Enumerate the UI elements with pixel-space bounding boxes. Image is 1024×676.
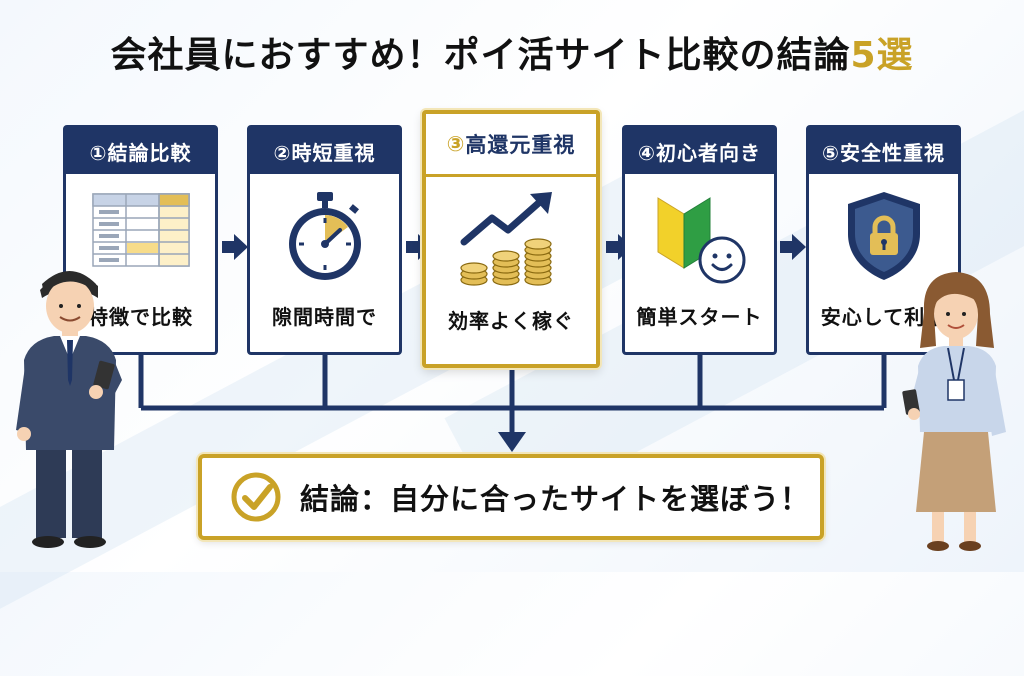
arrow-right-icon [606,234,632,260]
conclusion-box: 結論：自分に合ったサイトを選ぼう！ [198,454,824,540]
step-caption: 簡単スタート [636,305,763,329]
step-caption: 隙間時間で [272,305,377,329]
arrow-right-icon [406,234,432,260]
arrow-right-icon [222,234,248,260]
beginner-mark-icon [657,197,745,284]
step-label: ⑤安全性重視 [809,128,958,174]
page-title: 会社員におすすめ！ポイ活サイト比較の結論5選 [110,35,914,76]
coins-growth-icon [460,192,552,286]
step-card-comparison: ①結論比較 特徴で比較 [63,125,218,355]
step-label: ②時短重視 [250,128,399,174]
arrow-right-icon [780,234,806,260]
table-icon [91,193,190,267]
step-card-beginner: ④初心者向き 簡単スタート [622,125,777,355]
businesswoman-illustration [902,272,1006,551]
check-circle-icon [231,472,281,522]
step-caption: 特徴で比較 [88,305,193,329]
businessman-illustration [16,271,122,548]
title-highlight: 5選 [850,35,914,76]
connector-lines [138,355,887,452]
conclusion-text: 結論：自分に合ったサイトを選ぼう！ [300,482,811,516]
shield-lock-icon [847,192,920,280]
step-label: ④初心者向き [625,128,774,174]
step-label: ①結論比較 [66,128,215,174]
step-card-time-saving: ②時短重視 隙間時間で [247,125,402,355]
step-caption: 効率よく稼ぐ [448,309,574,333]
stopwatch-icon [288,192,361,280]
